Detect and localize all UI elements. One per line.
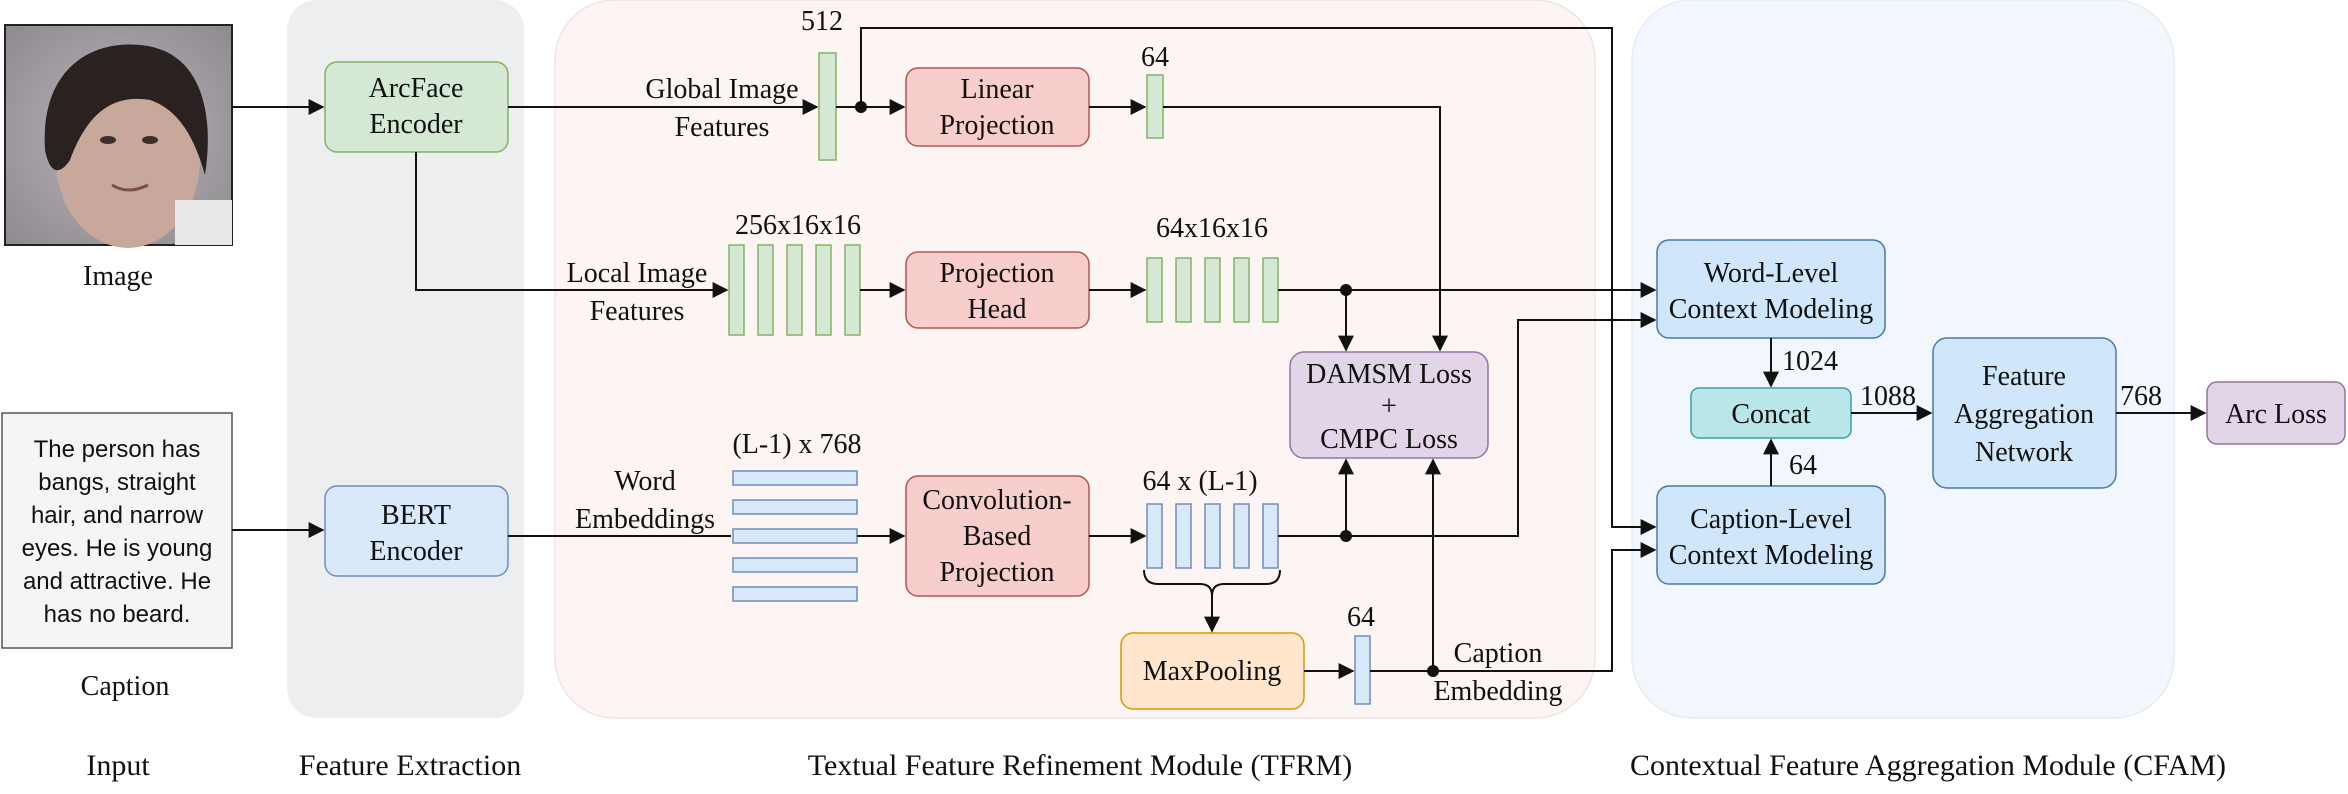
dim-1024: 1024 xyxy=(1782,346,1838,377)
caption-line-5: and attractive. He xyxy=(23,568,211,595)
arcface-line-1: ArcFace xyxy=(369,73,464,104)
bert-encoder-node: BERT Encoder xyxy=(324,485,509,577)
caption-line-3: hair, and narrow xyxy=(31,502,204,529)
image-label: Image xyxy=(83,261,153,292)
arcface-encoder-node: ArcFace Encoder xyxy=(324,61,509,153)
dim-1088: 1088 xyxy=(1860,381,1916,412)
connectors xyxy=(232,27,2207,679)
dim-64-concat: 64 xyxy=(1789,450,1817,481)
section-input: Input xyxy=(86,749,150,782)
word-embedding-bars xyxy=(732,470,858,602)
caption-line-6: has no beard. xyxy=(44,601,191,628)
fan-line-2: Aggregation xyxy=(1954,399,2094,430)
damsm-line-1: DAMSM Loss xyxy=(1306,359,1472,390)
damsm-line-2: + xyxy=(1381,391,1397,422)
concat-label: Concat xyxy=(1731,399,1811,430)
junction-dots xyxy=(855,101,1439,677)
fan-line-1: Feature xyxy=(1982,361,2066,392)
dim-256x16x16: 256x16x16 xyxy=(735,210,861,241)
local-features-line-1: Local Image xyxy=(567,258,708,289)
arc-loss-label: Arc Loss xyxy=(2225,399,2327,430)
dim-64-pool: 64 xyxy=(1347,602,1375,633)
damsm-cmpc-loss-node: DAMSM Loss + CMPC Loss xyxy=(1289,351,1489,459)
conv-projection-line-1: Convolution- xyxy=(922,485,1071,516)
projection-head-line-1: Projection xyxy=(939,258,1054,289)
conv-projection-line-3: Projection xyxy=(939,557,1054,588)
section-cfam: Contextual Feature Aggregation Module (C… xyxy=(1630,749,2226,782)
caption-box: The person has bangs, straight hair, and… xyxy=(1,412,233,649)
arc-loss-node: Arc Loss xyxy=(2206,381,2346,445)
projected-local-bars xyxy=(1146,257,1279,323)
word-ctx-line-2: Context Modeling xyxy=(1669,294,1874,325)
caption-line-4: eyes. He is young xyxy=(22,535,213,562)
caption-ctx-line-2: Context Modeling xyxy=(1669,540,1874,571)
section-tfrm: Textual Feature Refinement Module (TFRM) xyxy=(808,749,1352,782)
maxpooling-label: MaxPooling xyxy=(1143,656,1281,687)
dim-l-768: (L-1) x 768 xyxy=(732,429,861,460)
linear-output-bar xyxy=(1146,74,1164,139)
linear-projection-line-2: Projection xyxy=(939,110,1054,141)
global-feature-bar xyxy=(818,52,837,161)
bert-line-2: Encoder xyxy=(369,536,463,567)
fan-line-3: Network xyxy=(1975,437,2073,468)
projection-head-line-2: Head xyxy=(967,294,1026,325)
caption-line-1: The person has xyxy=(34,436,201,463)
conv-projection-line-2: Based xyxy=(963,521,1031,552)
concat-node: Concat xyxy=(1690,387,1852,439)
dim-768: 768 xyxy=(2120,381,2162,412)
damsm-line-3: CMPC Loss xyxy=(1320,424,1458,455)
dim-512: 512 xyxy=(801,6,843,37)
caption-embedding-bar xyxy=(1354,635,1371,705)
input-image xyxy=(4,24,233,248)
dim-64-l: 64 x (L-1) xyxy=(1142,466,1257,497)
local-features-line-2: Features xyxy=(590,296,685,327)
word-embeddings-line-2: Embeddings xyxy=(575,504,715,535)
bert-line-1: BERT xyxy=(381,500,451,531)
caption-line-2: bangs, straight xyxy=(38,469,196,496)
global-features-line-2: Features xyxy=(675,112,770,143)
caption-label: Caption xyxy=(81,671,170,702)
local-feature-bars xyxy=(728,244,861,336)
linear-projection-line-1: Linear xyxy=(960,74,1034,105)
caption-embedding-line-2: Embedding xyxy=(1433,676,1562,707)
caption-level-context-node: Caption-Level Context Modeling xyxy=(1656,485,1886,585)
convolution-projection-node: Convolution- Based Projection xyxy=(905,475,1090,597)
caption-embedding-line-1: Caption xyxy=(1454,638,1543,669)
word-ctx-line-1: Word-Level xyxy=(1704,258,1839,289)
word-embeddings-line-1: Word xyxy=(614,466,676,497)
section-feature-extraction: Feature Extraction xyxy=(299,749,521,782)
projected-word-bars xyxy=(1146,503,1279,569)
linear-projection-node: Linear Projection xyxy=(905,67,1090,147)
caption-ctx-line-1: Caption-Level xyxy=(1690,504,1852,535)
word-level-context-node: Word-Level Context Modeling xyxy=(1656,239,1886,339)
projection-head-node: Projection Head xyxy=(905,251,1090,329)
arcface-line-2: Encoder xyxy=(369,109,463,140)
global-features-line-1: Global Image xyxy=(645,74,798,105)
dim-64x16x16: 64x16x16 xyxy=(1156,213,1268,244)
maxpooling-node: MaxPooling xyxy=(1120,632,1305,710)
feature-aggregation-network-node: Feature Aggregation Network xyxy=(1932,337,2117,489)
dim-64-linear: 64 xyxy=(1141,42,1169,73)
